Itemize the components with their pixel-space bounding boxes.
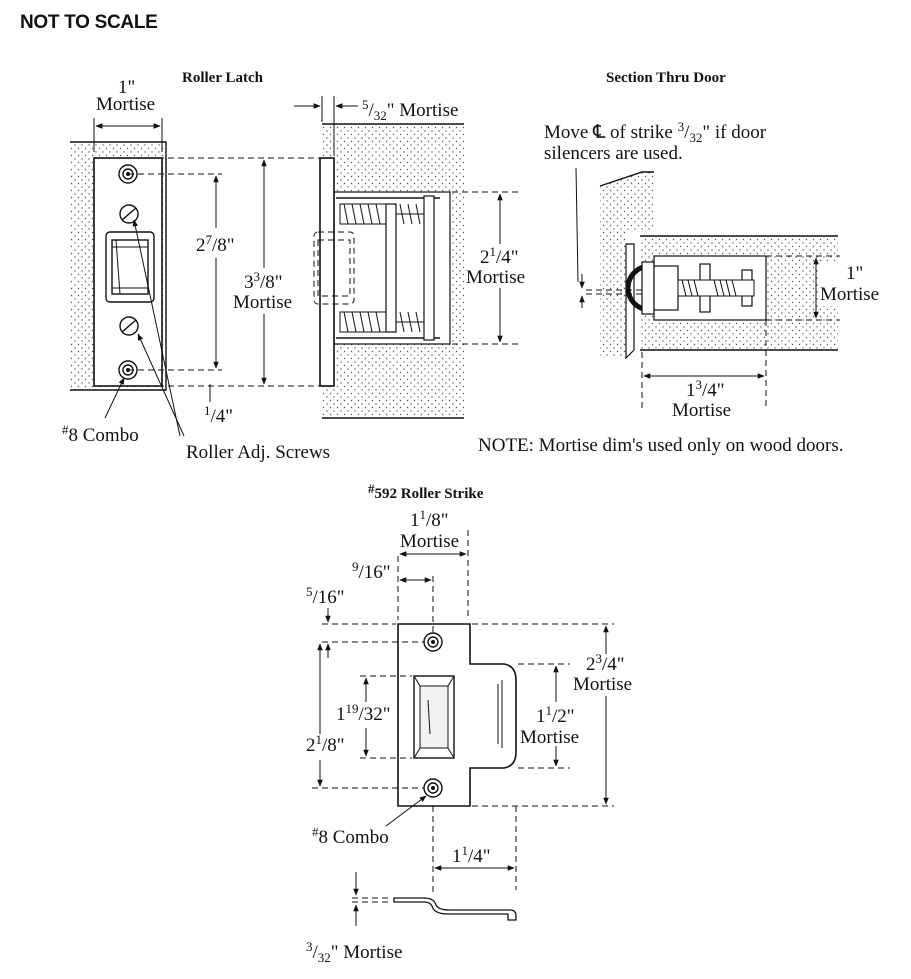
roller-latch-side-view: 5/32" Mortise 21/4" Mortise xyxy=(294,96,536,419)
strike-plate xyxy=(397,623,517,807)
section-dim-1-3-4-label: Mortise xyxy=(672,400,731,421)
section-dim-1-3-4: 13/4" xyxy=(686,377,725,401)
section-dim-1-label: Mortise xyxy=(820,284,879,305)
dim-2-7-8: 27/8" xyxy=(196,232,235,256)
latch-side-roller xyxy=(313,231,355,305)
strike-dim-3-32-mortise: 3/32" Mortise xyxy=(306,939,402,965)
section-title: Section Thru Door xyxy=(606,70,726,86)
roller-adj-screw-bottom xyxy=(119,316,139,336)
latch-width-label: Mortise xyxy=(96,94,155,115)
strike-dim-9-16: 9/16" xyxy=(352,559,391,583)
roller-adj-screw-top xyxy=(119,204,139,224)
roller xyxy=(105,231,155,303)
strike-dim-5-16: 5/16" xyxy=(306,584,345,608)
roller-adj-screws-label: Roller Adj. Screws xyxy=(186,442,330,463)
roller-strike: #592 Roller Strike xyxy=(304,481,644,965)
strike-combo-label: #8 Combo xyxy=(312,824,389,848)
strike-dim-1-1-8: 11/8" xyxy=(410,507,449,531)
strike-roller-pocket xyxy=(413,675,455,759)
strike-dim-2-1-8: 21/8" xyxy=(306,732,345,756)
roller-latch-front-view: Roller Latch xyxy=(62,70,330,463)
latch-width-value: 1" xyxy=(118,77,135,98)
dim-3-3-8-label: Mortise xyxy=(233,292,292,313)
section-roller xyxy=(625,263,651,313)
section-note-line1: Move ℄ of strike 3/32" if door xyxy=(544,119,767,145)
dim-3-3-8: 33/8" xyxy=(244,269,283,293)
strike-dim-1-1-8-label: Mortise xyxy=(400,531,459,552)
strike-dim-1-1-2-label: Mortise xyxy=(520,727,579,748)
strike-title: #592 Roller Strike xyxy=(368,481,484,502)
strike-dim-1-19-32: 119/32" xyxy=(336,701,391,725)
dim-2-1-4: 21/4" xyxy=(480,244,519,268)
strike-dim-2-3-4-label: Mortise xyxy=(573,674,632,695)
wood-door-note: NOTE: Mortise dim's used only on wood do… xyxy=(478,435,843,456)
latch-face-plate xyxy=(93,157,163,387)
strike-side-profile xyxy=(393,897,517,921)
roller-latch-title: Roller Latch xyxy=(182,70,264,86)
not-to-scale-header: NOT TO SCALE xyxy=(20,12,158,33)
strike-dim-1-1-2: 11/2" xyxy=(536,703,575,727)
dim-1-4: 1/4" xyxy=(204,403,233,427)
dim-5-32-mortise: 5/32" Mortise xyxy=(362,97,458,123)
latch-combo-label: #8 Combo xyxy=(62,422,139,446)
section-dim-1: 1" xyxy=(846,263,863,284)
strike-dim-1-1-4: 11/4" xyxy=(452,843,491,867)
section-thru-door: Section Thru Door Move ℄ of strike 3/32"… xyxy=(478,70,890,456)
latch-side-face-plate xyxy=(319,157,335,387)
section-note-line2: silencers are used. xyxy=(544,143,683,164)
strike-dim-2-3-4: 23/4" xyxy=(586,651,625,675)
dim-2-1-4-label: Mortise xyxy=(466,267,525,288)
